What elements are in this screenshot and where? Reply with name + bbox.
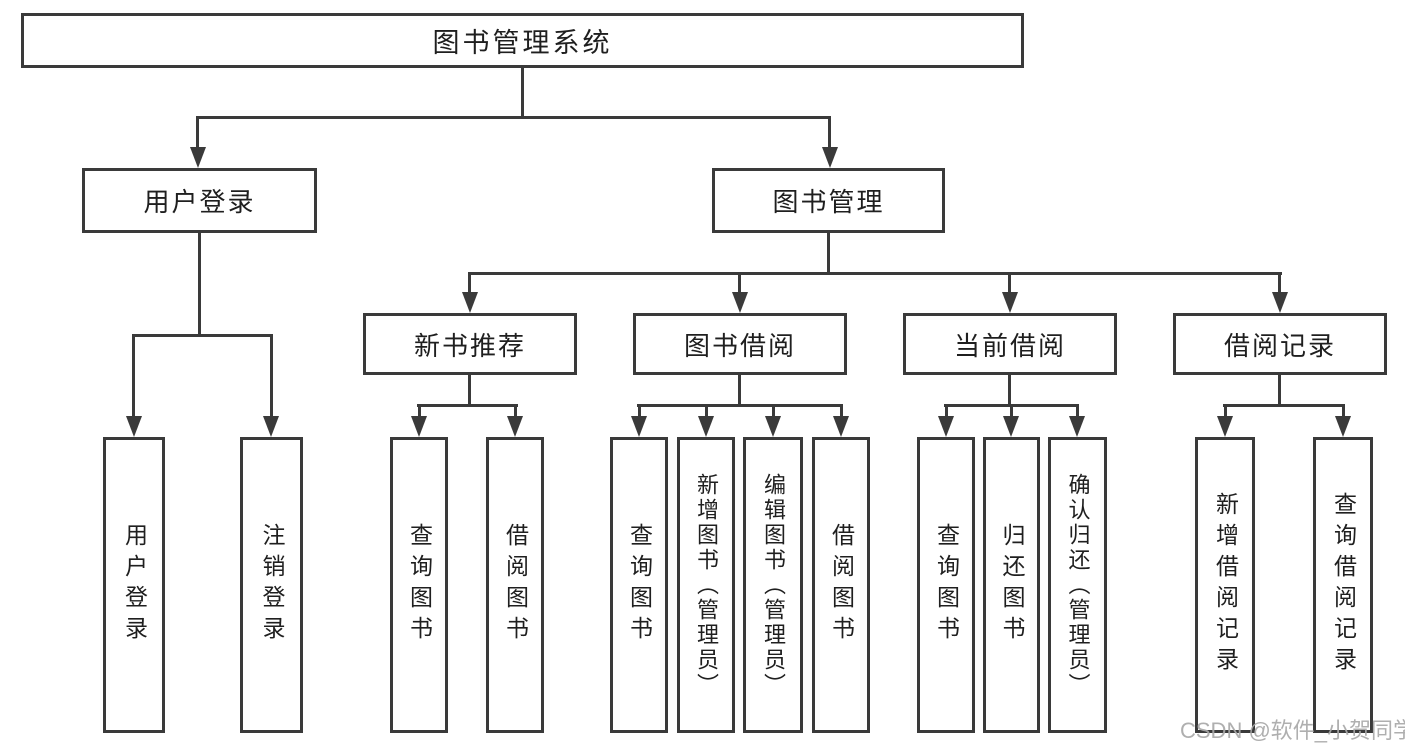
connector-book-management-shaft bbox=[828, 116, 831, 150]
csdn-watermark: CSDN @软件_小贺同学 bbox=[1180, 718, 1405, 743]
leaf-cb-query-books-label: 查询图书 bbox=[933, 523, 960, 647]
leaf-user-login: 用户登录 bbox=[103, 437, 165, 733]
leaf-nb-query-books-label: 查询图书 bbox=[406, 523, 433, 647]
node-book-management: 图书管理 bbox=[712, 168, 945, 233]
leaf-logout: 注销登录 bbox=[240, 437, 303, 733]
node-current-borrow: 当前借阅 bbox=[903, 313, 1117, 375]
connector-new-book-children-bar bbox=[417, 404, 518, 407]
connector-leaf-shaft bbox=[772, 404, 775, 420]
node-book-borrow: 图书借阅 bbox=[633, 313, 847, 375]
connector-leaf-shaft bbox=[418, 404, 421, 420]
leaf-cb-confirm-return-admin: 确认归还（管理员） bbox=[1048, 437, 1107, 733]
connector-level3-shaft bbox=[1278, 272, 1281, 296]
connector-leaf-shaft bbox=[514, 404, 517, 420]
arrow-down-to-leaf bbox=[1335, 416, 1351, 437]
node-new-book-recommend: 新书推荐 bbox=[363, 313, 577, 375]
leaf-nb-borrow-books: 借阅图书 bbox=[486, 437, 544, 733]
connector-leaf-shaft bbox=[705, 404, 708, 420]
node-borrow-records-label: 借阅记录 bbox=[1223, 330, 1336, 361]
connector-user-login-children-bar bbox=[132, 334, 273, 337]
leaf-bb-edit-books-admin: 编辑图书（管理员） bbox=[743, 437, 803, 733]
arrow-down-to-book-borrow bbox=[732, 292, 748, 313]
leaf-cb-return-books-label: 归还图书 bbox=[999, 523, 1025, 647]
connector-leaf-shaft bbox=[1342, 404, 1345, 420]
arrow-down-to-leaf-user-login bbox=[126, 416, 142, 437]
arrow-down-to-leaf bbox=[411, 416, 427, 437]
connector-book-borrow-children-bar bbox=[637, 404, 843, 407]
node-root: 图书管理系统 bbox=[21, 13, 1024, 68]
arrow-down-to-user-login bbox=[190, 147, 206, 168]
leaf-bb-query-books-label: 查询图书 bbox=[626, 523, 653, 647]
leaf-br-add-borrow-record-label: 新增借阅记录 bbox=[1212, 492, 1239, 678]
leaf-cb-return-books: 归还图书 bbox=[983, 437, 1040, 733]
connector-user-login-shaft bbox=[196, 116, 199, 150]
arrow-down-to-leaf bbox=[507, 416, 523, 437]
connector-leaf-shaft bbox=[1224, 404, 1227, 420]
arrow-down-to-borrow-records bbox=[1272, 292, 1288, 313]
connector-user-login-stem bbox=[198, 231, 201, 336]
connector-level3-shaft bbox=[738, 272, 741, 296]
arrow-down-to-leaf bbox=[1003, 416, 1019, 437]
connector-leaf-shaft bbox=[638, 404, 641, 420]
leaf-br-add-borrow-record: 新增借阅记录 bbox=[1195, 437, 1255, 733]
arrow-down-to-leaf bbox=[1217, 416, 1233, 437]
node-root-label: 图书管理系统 bbox=[432, 28, 613, 58]
leaf-nb-borrow-books-label: 借阅图书 bbox=[502, 523, 529, 647]
leaf-logout-label: 注销登录 bbox=[259, 523, 285, 647]
connector-leaf-shaft bbox=[945, 404, 948, 420]
arrow-down-to-new-book-recommend bbox=[462, 292, 478, 313]
leaf-cb-confirm-return-admin-label: 确认归还（管理员） bbox=[1065, 472, 1091, 698]
connector-level3-bar bbox=[468, 272, 1282, 275]
connector-leaf-shaft bbox=[1010, 404, 1013, 420]
leaf-bb-borrow-books: 借阅图书 bbox=[812, 437, 870, 733]
node-borrow-records: 借阅记录 bbox=[1173, 313, 1387, 375]
leaf-bb-edit-books-admin-label: 编辑图书（管理员） bbox=[761, 472, 786, 698]
leaf-bb-add-books-admin-label: 新增图书（管理员） bbox=[694, 472, 719, 698]
leaf-br-query-borrow-record: 查询借阅记录 bbox=[1313, 437, 1373, 733]
arrow-down-to-leaf bbox=[833, 416, 849, 437]
connector-leaf-shaft bbox=[1076, 404, 1079, 420]
node-current-borrow-label: 当前借阅 bbox=[953, 330, 1066, 361]
connector-book-borrow-stem bbox=[738, 373, 741, 407]
connector-borrow-records-children-bar bbox=[1223, 404, 1345, 407]
node-book-borrow-label: 图书借阅 bbox=[683, 330, 796, 361]
leaf-cb-query-books: 查询图书 bbox=[917, 437, 975, 733]
leaf-br-query-borrow-record-label: 查询借阅记录 bbox=[1330, 492, 1357, 678]
leaf-bb-borrow-books-label: 借阅图书 bbox=[828, 523, 855, 647]
arrow-down-to-current-borrow bbox=[1002, 292, 1018, 313]
arrow-down-to-leaf-logout bbox=[263, 416, 279, 437]
connector-new-book-stem bbox=[468, 373, 471, 407]
arrow-down-to-leaf bbox=[631, 416, 647, 437]
arrow-down-to-leaf bbox=[938, 416, 954, 437]
arrow-down-to-book-management bbox=[822, 147, 838, 168]
connector-root-stem bbox=[521, 66, 524, 118]
connector-leaf-shaft bbox=[270, 334, 273, 418]
node-user-login-label: 用户登录 bbox=[143, 187, 256, 217]
connector-level3-shaft bbox=[1008, 272, 1011, 296]
leaf-bb-add-books-admin: 新增图书（管理员） bbox=[677, 437, 735, 733]
leaf-bb-query-books: 查询图书 bbox=[610, 437, 668, 733]
connector-leaf-shaft bbox=[840, 404, 843, 420]
leaf-user-login-label: 用户登录 bbox=[121, 523, 148, 647]
connector-leaf-shaft bbox=[132, 334, 135, 418]
connector-level3-shaft bbox=[468, 272, 471, 296]
arrow-down-to-leaf bbox=[1069, 416, 1085, 437]
leaf-nb-query-books: 查询图书 bbox=[390, 437, 448, 733]
connector-level2-bar bbox=[196, 116, 830, 119]
arrow-down-to-leaf bbox=[765, 416, 781, 437]
arrow-down-to-leaf bbox=[698, 416, 714, 437]
connector-book-management-stem bbox=[827, 231, 830, 275]
node-book-management-label: 图书管理 bbox=[772, 187, 885, 217]
node-user-login: 用户登录 bbox=[82, 168, 317, 233]
node-new-book-recommend-label: 新书推荐 bbox=[413, 330, 526, 361]
connector-current-borrow-stem bbox=[1008, 373, 1011, 407]
connector-borrow-records-stem bbox=[1278, 373, 1281, 407]
